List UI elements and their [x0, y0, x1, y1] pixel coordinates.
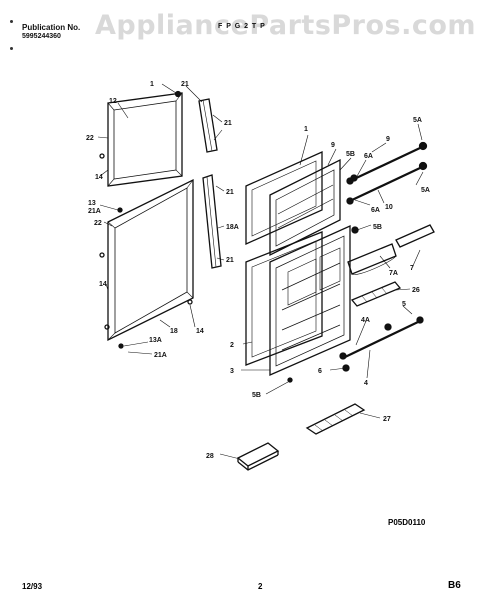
lower-door-liner [269, 224, 351, 376]
punch-mark [10, 47, 13, 50]
lower-door-gasket [107, 178, 194, 342]
callout-6A: 6A [371, 207, 380, 214]
callout-10: 1 [150, 81, 154, 88]
upper-door-gasket [107, 92, 183, 187]
callout-14: 14 [95, 174, 103, 181]
callout-13A: 13A [149, 337, 162, 344]
callout-4A: 4A [361, 317, 370, 324]
callout-12: 12 [109, 98, 117, 105]
egg-tray [236, 442, 280, 471]
callout-labels: 1 21 12 22 21 14 13 21A 22 21 18A 21 14 … [86, 81, 430, 460]
callout-21: 21 [226, 189, 234, 196]
callout-28: 28 [206, 453, 214, 460]
callout-3: 3 [230, 368, 234, 375]
callout-9: 10 [385, 204, 393, 211]
dairy-door [347, 224, 435, 275]
footer-section-code: B6 [448, 580, 461, 591]
callout-21: 21 [224, 120, 232, 127]
model-number: F P G 2 T P [218, 23, 266, 30]
publication-label: Publication No. [22, 23, 81, 32]
callout-22: 22 [86, 135, 94, 142]
punch-mark [10, 20, 13, 23]
callout-7A: 7A [389, 270, 398, 277]
door-shelf-grille [350, 281, 402, 307]
callout-15: 18 [170, 328, 178, 335]
callout-8: 9 [386, 136, 390, 143]
callout-1: 1 [304, 126, 308, 133]
callout-5: 5 [402, 301, 406, 308]
callout-26: 26 [412, 287, 420, 294]
callout-14: 14 [99, 281, 107, 288]
callout-21A: 21A [154, 352, 167, 359]
callout-6A: 6A [364, 153, 373, 160]
upper-door-panel [245, 150, 323, 246]
publication-number: 5995244360 [22, 33, 61, 40]
lower-door-panel [245, 231, 323, 366]
callout-18A: 21 [181, 81, 189, 88]
callout-5B: 5B [373, 224, 382, 231]
callout-21: 21 [226, 257, 234, 264]
callout-27: 27 [383, 416, 391, 423]
callout-21A: 21A [88, 208, 101, 215]
callout-6: 6 [318, 368, 322, 375]
callout-2: 2 [230, 342, 234, 349]
callout-7: 7 [410, 265, 414, 272]
callout-5A: 5A [413, 117, 422, 124]
callout-5A: 5A [421, 187, 430, 194]
watermark: AppliancePartsPros.com [95, 10, 477, 41]
kickplate-grille [305, 403, 366, 435]
footer-date: 12/93 [22, 582, 43, 591]
callout-18: 18A [226, 224, 239, 231]
upper-door-trim-strip [198, 98, 218, 153]
callout-14: 14 [196, 328, 204, 335]
figure-code: P05D0110 [388, 518, 426, 527]
hardware-screws [99, 90, 359, 383]
callout-4: 4 [364, 380, 368, 387]
callout-22: 22 [94, 220, 102, 227]
callout-9: 9 [331, 142, 335, 149]
callout-13: 13 [88, 200, 96, 207]
upper-door-liner [269, 158, 341, 257]
callout-5B: 5B [252, 392, 261, 399]
lower-door-trim-strip [202, 174, 222, 269]
footer-page-number: 2 [258, 582, 263, 591]
callout-5B: 5B [346, 151, 355, 158]
